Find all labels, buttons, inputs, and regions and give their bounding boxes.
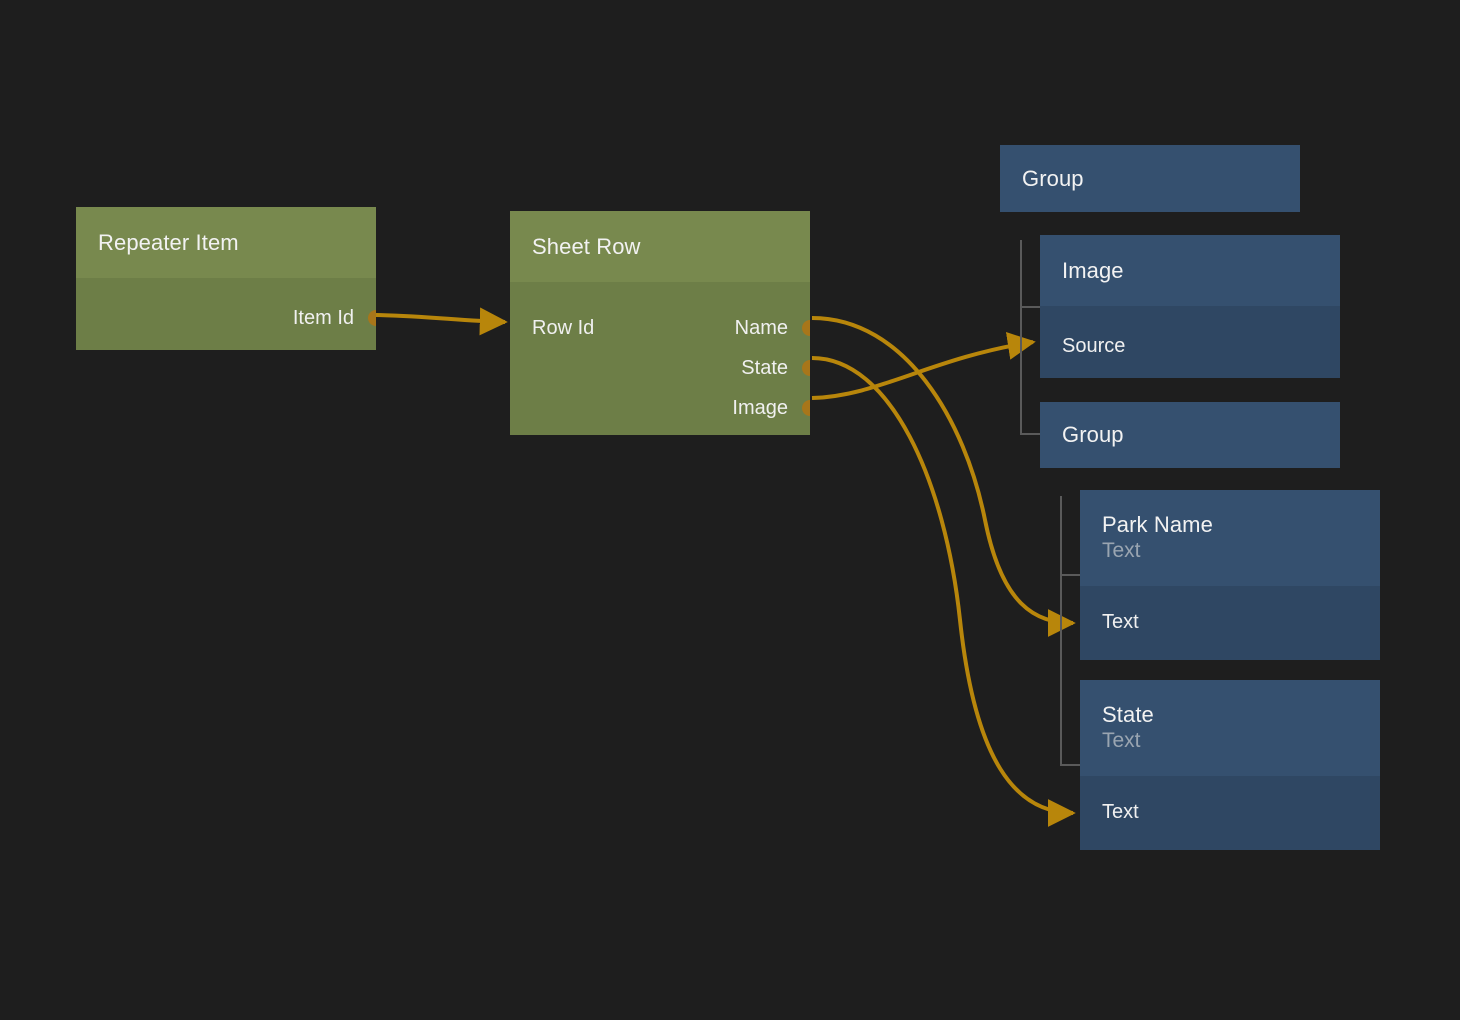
output-port-label: Name [734, 317, 788, 339]
node-group-bottom[interactable]: Group [1040, 402, 1340, 468]
node-body: Item Id [76, 278, 376, 350]
edge-state-to-state-text [811, 356, 1076, 827]
node-title: Repeater Item [98, 229, 239, 255]
input-port-label: Row Id [532, 317, 595, 339]
port-dot-image[interactable] [802, 400, 810, 416]
node-header: Park Name Text [1080, 490, 1380, 586]
node-subtitle: Text [1102, 729, 1141, 752]
node-title: Image [1062, 257, 1124, 283]
tree-branch-park-name [1060, 574, 1080, 576]
node-park-name[interactable]: Park Name Text Text [1080, 490, 1380, 660]
output-port-label: Image [732, 397, 788, 419]
node-title: State [1102, 702, 1154, 727]
node-state[interactable]: State Text Text [1080, 680, 1380, 850]
node-title: Group [1022, 165, 1084, 191]
edge-itemid-to-rowid [375, 307, 508, 336]
output-port-label: Item Id [292, 307, 354, 329]
port-dot-name[interactable] [802, 320, 810, 336]
edge-name-to-parkname-text [811, 316, 1076, 637]
node-body: Text [1080, 776, 1380, 850]
node-title: Group [1062, 422, 1124, 447]
node-header: Group [1040, 402, 1340, 468]
node-body: Source [1040, 306, 1340, 378]
output-port-label: State [741, 357, 788, 379]
tree-branch-group-bottom [1020, 433, 1040, 435]
node-body: Text [1080, 586, 1380, 660]
input-port-label: Source [1062, 335, 1126, 357]
tree-trunk-group-bottom [1060, 496, 1062, 766]
tree-branch-state [1060, 764, 1080, 766]
node-sheet-row[interactable]: Sheet Row Row Id Name State Image [510, 211, 810, 435]
port-dot-state[interactable] [802, 360, 810, 376]
node-header: State Text [1080, 680, 1380, 776]
node-header: Repeater Item [76, 207, 376, 278]
input-port-label: Text [1102, 801, 1139, 823]
output-port-name[interactable]: Name [735, 316, 788, 340]
node-body: Row Id Name State Image [510, 282, 810, 435]
tree-branch-image [1020, 306, 1040, 308]
node-subtitle: Text [1102, 539, 1141, 562]
node-header: Sheet Row [510, 211, 810, 282]
tree-trunk-group-top [1020, 240, 1022, 435]
node-repeater-item[interactable]: Repeater Item Item Id [76, 207, 376, 350]
output-port-state[interactable]: State [741, 356, 788, 380]
input-port-text[interactable]: Text [1102, 800, 1139, 824]
input-port-text[interactable]: Text [1102, 610, 1139, 634]
node-header: Image [1040, 235, 1340, 306]
port-dot-item-id[interactable] [368, 310, 376, 326]
node-header: Group [1000, 145, 1300, 212]
input-port-label: Text [1102, 611, 1139, 633]
node-group-top[interactable]: Group [1000, 145, 1300, 212]
output-port-item-id[interactable]: Item Id [293, 306, 354, 330]
node-title: Sheet Row [532, 233, 641, 259]
node-title: Park Name [1102, 512, 1213, 537]
output-port-image[interactable]: Image [732, 396, 788, 420]
node-image[interactable]: Image Source [1040, 235, 1340, 378]
edge-image-to-source [811, 332, 1036, 400]
input-port-row-id[interactable]: Row Id [532, 316, 594, 340]
input-port-source[interactable]: Source [1062, 334, 1125, 358]
